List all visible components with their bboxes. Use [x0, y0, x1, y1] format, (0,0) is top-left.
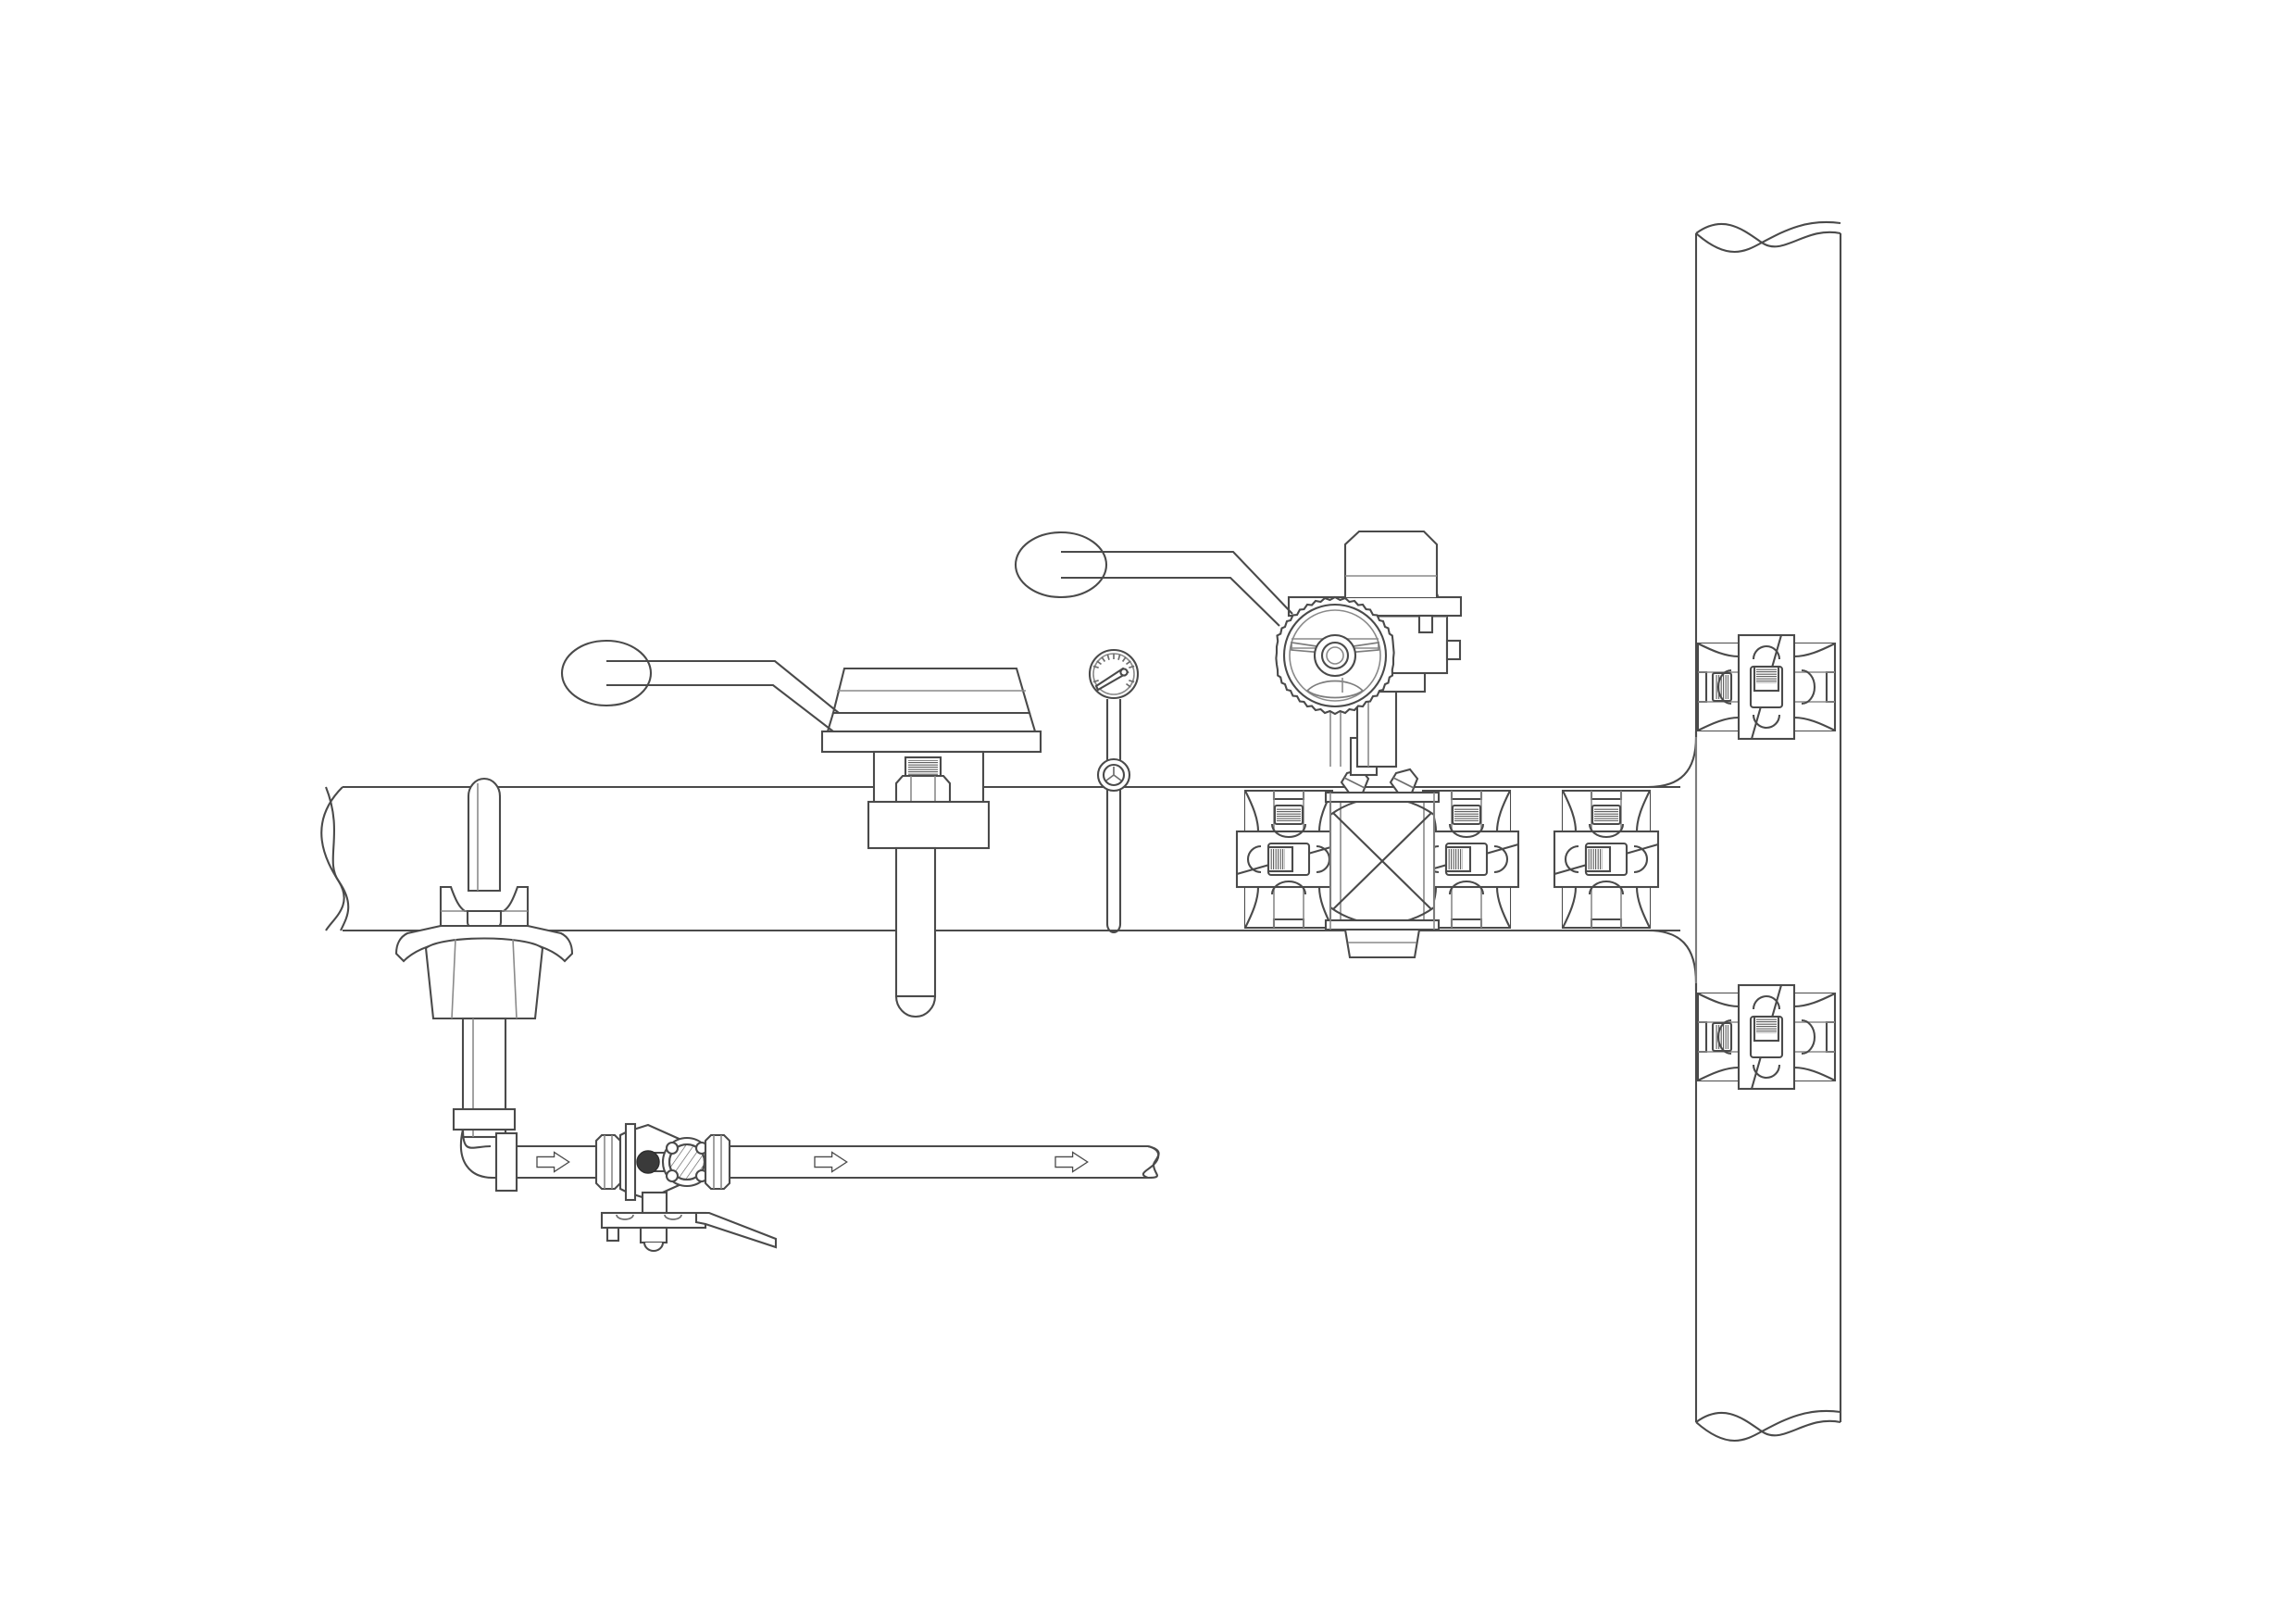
pipe-break-symbol-riser-bottom — [1695, 1409, 1841, 1443]
pressure-gauge — [1088, 648, 1140, 934]
grooved-coupling-1 — [1235, 789, 1342, 930]
flow-arrow-2 — [814, 1151, 848, 1173]
flow-arrow-3 — [1054, 1151, 1089, 1173]
pipe-break-symbol-drain-right — [1142, 1144, 1160, 1180]
vertical-riser-pipe — [1694, 220, 1842, 1443]
pipe-break-symbol-left — [320, 786, 350, 931]
butterfly-valve-body — [1324, 736, 1441, 959]
handwheel-lever-arm[interactable] — [1014, 531, 1293, 627]
branch-tee-connection — [1647, 731, 1698, 991]
grooved-coupling-5 — [1696, 983, 1837, 1091]
pipe-saddle-tap-assembly — [394, 778, 574, 1139]
handwheel[interactable] — [1275, 595, 1395, 716]
pipe-break-symbol-riser-top — [1695, 220, 1841, 254]
grooved-coupling-4 — [1696, 633, 1837, 741]
flow-arrow-1 — [536, 1151, 570, 1173]
construction-lines — [1329, 793, 1435, 930]
grooved-coupling-3 — [1553, 789, 1660, 930]
drain-branch-pipe — [459, 1129, 1160, 1193]
dome-lever-arm[interactable] — [560, 639, 840, 732]
main-horizontal-pipe — [320, 785, 1680, 932]
drain-ball-valve — [594, 1122, 778, 1253]
dome-actuator — [560, 639, 1042, 1018]
